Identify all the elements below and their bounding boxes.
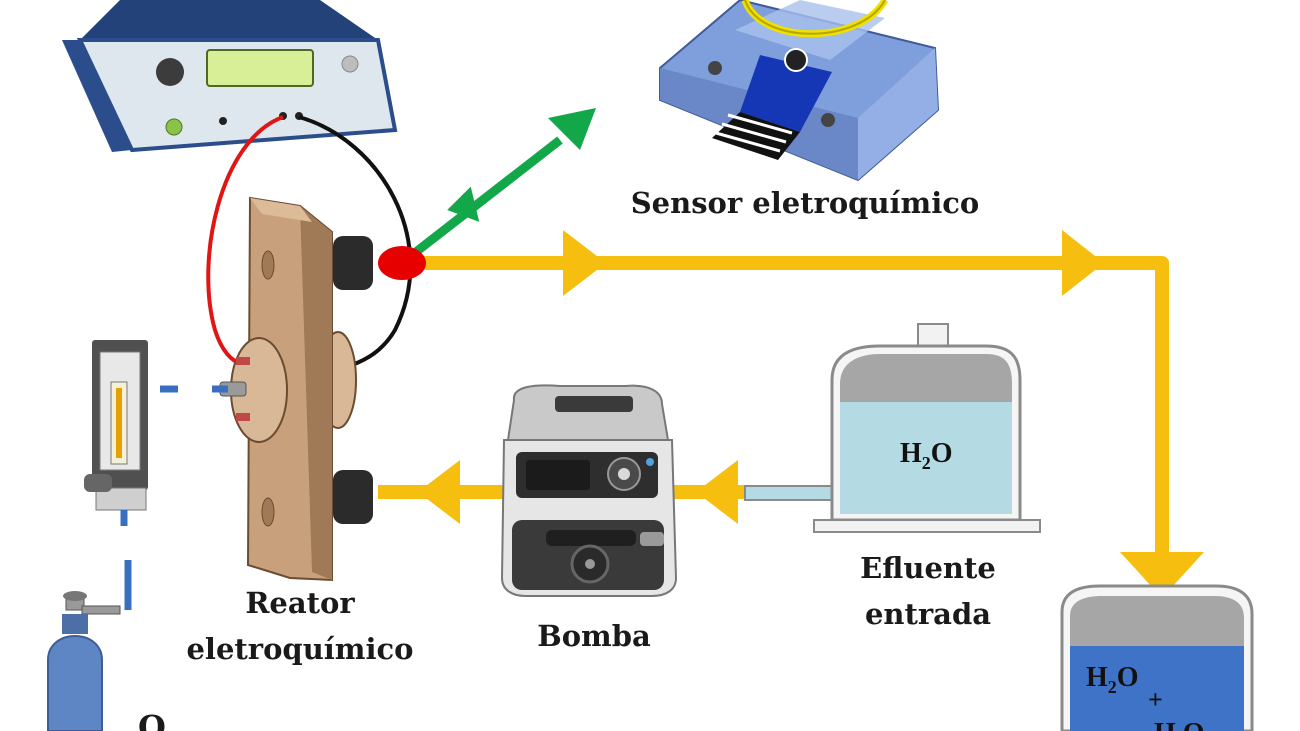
effluent-label-line2: entrada — [865, 597, 991, 631]
flow-arrowhead-2 — [1062, 230, 1104, 296]
power-supply-icon — [62, 0, 398, 153]
flow-arrowhead-1 — [563, 230, 606, 296]
output-tank-formula-partial: H O — [1154, 718, 1205, 731]
electrochemical-reactor-icon — [219, 196, 373, 582]
reactor-label-line2: eletroquímico — [186, 632, 413, 666]
output-tank-formula: H2O — [1086, 662, 1139, 697]
flow-lines — [378, 230, 1204, 598]
effluent-tank-formula: H2O — [900, 438, 953, 473]
oxygen-cylinder-icon — [47, 591, 121, 731]
sampling-arrow — [409, 108, 596, 259]
reactor-label-line1: Reator — [245, 586, 355, 620]
output-tank-icon — [1060, 584, 1254, 731]
electrochemical-sensor-icon — [659, 0, 940, 182]
pump-label: Bomba — [537, 619, 651, 653]
output-tank-plus: + — [1148, 685, 1163, 714]
sensor-label: Sensor eletroquímico — [631, 186, 980, 220]
oxygen-label: O — [138, 708, 166, 731]
gas-line — [120, 385, 228, 610]
peristaltic-pump-icon — [500, 384, 678, 597]
junction-point — [378, 246, 426, 280]
effluent-tank-icon — [744, 323, 1041, 533]
wire-positive — [206, 115, 284, 367]
flow-line-out — [405, 256, 1169, 575]
rotameter-icon — [84, 340, 148, 511]
flow-arrowhead-5 — [696, 460, 738, 524]
effluent-label-line1: Efluente — [860, 551, 996, 585]
flow-arrowhead-3 — [1120, 552, 1204, 598]
flow-arrowhead-4 — [418, 460, 460, 524]
